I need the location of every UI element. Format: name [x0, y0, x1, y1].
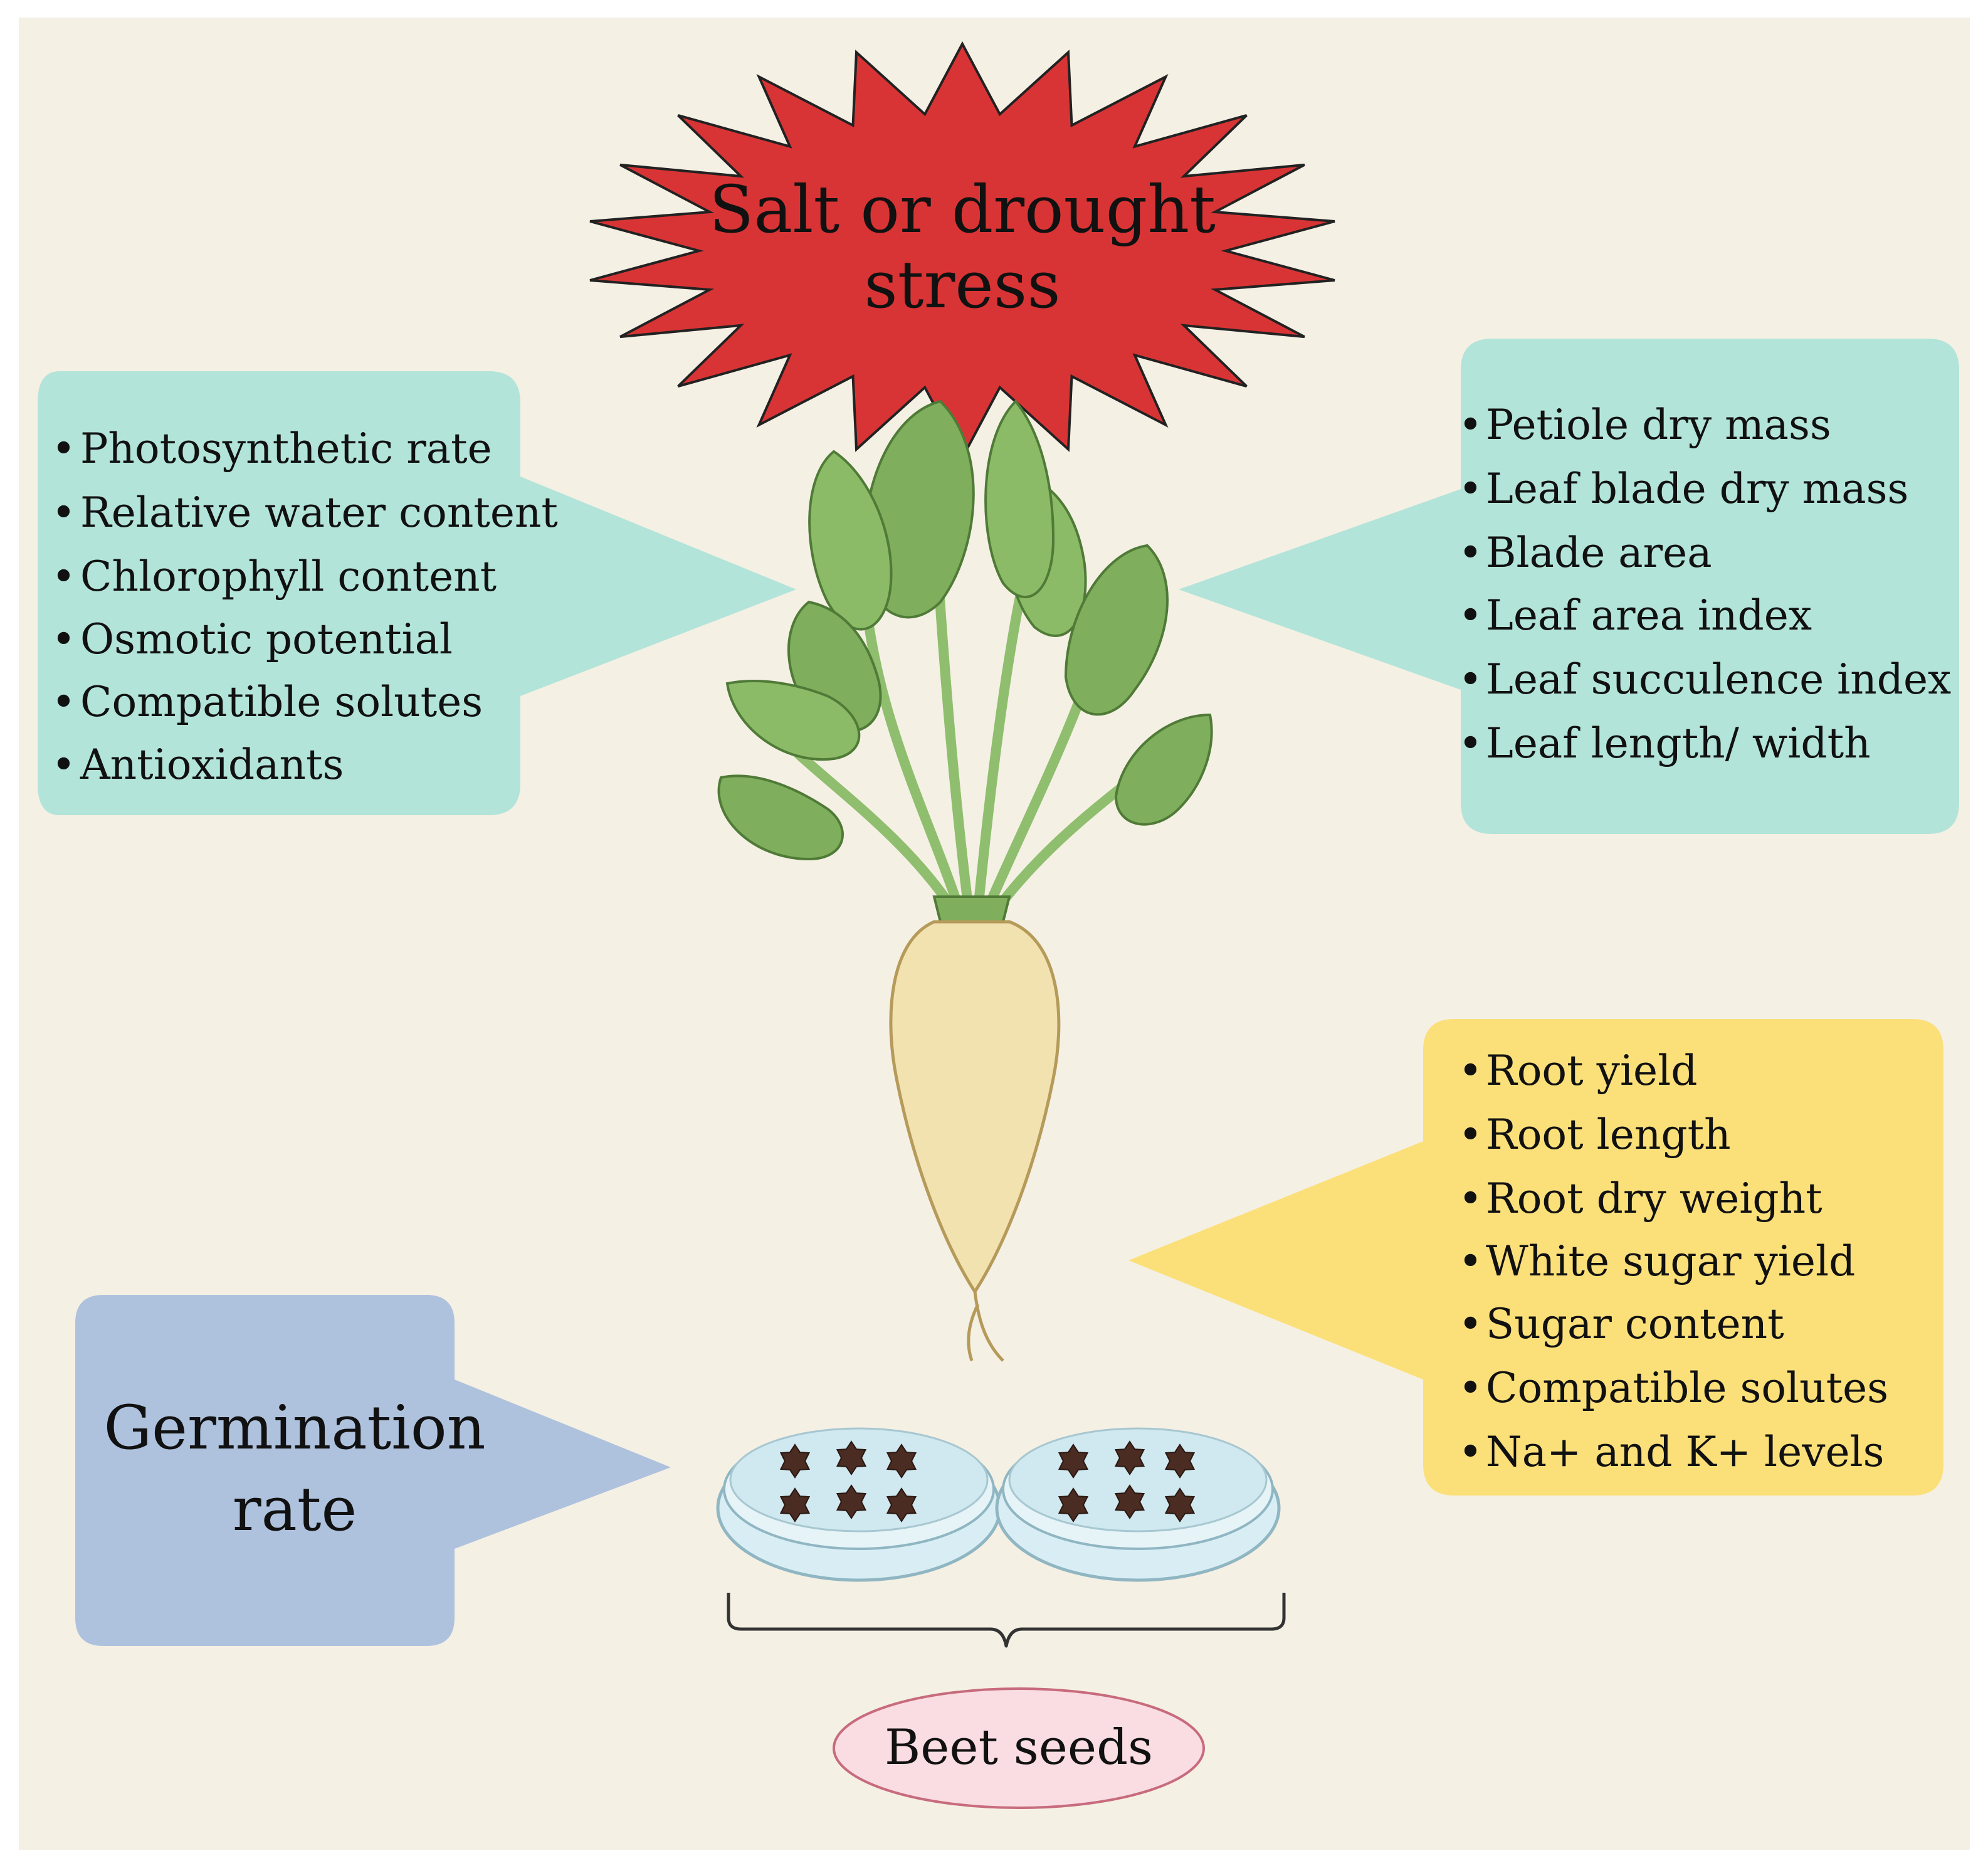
beet-seed	[1164, 1443, 1196, 1479]
plant-crown	[932, 895, 1011, 923]
bullet-marker: •	[1458, 655, 1483, 704]
seed-group	[779, 1440, 1196, 1522]
physiology-item: Chlorophyll content	[80, 552, 497, 601]
root-traits-callout-shape	[1128, 1019, 1943, 1496]
petri-dishes	[716, 1427, 1281, 1582]
bullet-marker: •	[1458, 401, 1483, 449]
leaf	[1114, 713, 1213, 826]
leaf-traits-callout: • Petiole dry mass • Leaf blade dry mass…	[1179, 339, 1959, 834]
leaf-trait-item: Leaf blade dry mass	[1486, 465, 1908, 513]
physiology-item: Compatible solutes	[80, 678, 483, 726]
bullet-marker: •	[1458, 1174, 1483, 1223]
root-trait-item: Root length	[1486, 1111, 1731, 1159]
bullet-marker: •	[1458, 719, 1483, 768]
beet-seed	[1114, 1484, 1145, 1519]
beet-seed	[779, 1487, 811, 1522]
leaf	[984, 399, 1055, 598]
bullet-marker: •	[1458, 1300, 1483, 1348]
germination-title-line2: rate	[233, 1474, 357, 1544]
seeds-oval	[833, 1687, 1205, 1809]
root-trait-item: White sugar yield	[1486, 1237, 1855, 1285]
leaf-trait-item: Leaf succulence index	[1486, 655, 1951, 704]
root-tail	[967, 1291, 1004, 1362]
beet-seed	[1114, 1440, 1145, 1475]
beet-seed	[1058, 1443, 1089, 1479]
bullet-marker: •	[1458, 1428, 1483, 1476]
leaf-trait-item: Petiole dry mass	[1486, 401, 1831, 449]
physiology-item: Osmotic potential	[80, 615, 453, 663]
beet-seed	[779, 1443, 811, 1479]
leaf	[725, 680, 861, 761]
germination-title-line1: Germination	[103, 1393, 485, 1463]
physiology-item: Photosynthetic rate	[80, 425, 492, 473]
root-trait-item: Na+ and K+ levels	[1486, 1428, 1885, 1476]
plant-leaves	[717, 399, 1213, 914]
physiology-item: Antioxidants	[80, 741, 344, 789]
bullet-marker: •	[51, 615, 76, 663]
sugar-beet-plant	[717, 399, 1213, 1362]
physiology-list: • Photosynthetic rate • Relative water c…	[51, 425, 558, 789]
physiology-callout: • Photosynthetic rate • Relative water c…	[38, 371, 796, 815]
bullet-marker: •	[1458, 1364, 1483, 1412]
leaf	[717, 774, 844, 861]
beet-root	[889, 920, 1061, 1295]
bullet-marker: •	[1458, 1047, 1483, 1095]
physiology-item: Relative water content	[80, 488, 558, 537]
root-trait-item: Sugar content	[1486, 1300, 1784, 1348]
bullet-marker: •	[51, 678, 76, 726]
bullet-marker: •	[51, 488, 76, 537]
leaf-trait-item: Blade area	[1486, 529, 1712, 577]
beet-seed	[1058, 1487, 1089, 1522]
root-trait-item: Compatible solutes	[1486, 1364, 1888, 1412]
root-trait-item: Root dry weight	[1486, 1174, 1822, 1223]
grouping-brace	[727, 1593, 1286, 1648]
germination-callout-shape	[75, 1295, 671, 1646]
seeds-label: Beet seeds	[885, 1719, 1153, 1776]
beet-seed	[886, 1443, 917, 1479]
bullet-marker: •	[51, 552, 76, 601]
leaf-trait-item: Leaf length/ width	[1486, 719, 1871, 768]
bullet-marker: •	[1458, 1237, 1483, 1285]
germination-callout: Germination rate	[75, 1295, 671, 1646]
physiology-callout-shape	[38, 371, 796, 815]
beet-seed	[1164, 1487, 1196, 1522]
bullet-marker: •	[51, 425, 76, 473]
bullet-marker: •	[51, 741, 76, 789]
leaf-traits-list: • Petiole dry mass • Leaf blade dry mass…	[1458, 401, 1951, 768]
bullet-marker: •	[1458, 465, 1483, 513]
leaf-trait-item: Leaf area index	[1486, 591, 1812, 640]
beet-seed	[836, 1440, 867, 1475]
leaf	[808, 450, 893, 631]
root-traits-list: • Root yield • Root length • Root dry we…	[1458, 1047, 1888, 1476]
beet-seed	[836, 1484, 867, 1519]
root-trait-item: Root yield	[1486, 1047, 1697, 1095]
beet-seed	[886, 1487, 917, 1522]
seeds-label-group: Beet seeds	[833, 1687, 1205, 1809]
bullet-marker: •	[1458, 529, 1483, 577]
stress-title-line1: Salt or drought	[709, 171, 1216, 248]
stress-title-line2: stress	[864, 246, 1060, 323]
bullet-marker: •	[1458, 1111, 1483, 1159]
root-traits-callout: • Root yield • Root length • Root dry we…	[1128, 1019, 1943, 1496]
bullet-marker: •	[1458, 591, 1483, 640]
leaf	[1064, 544, 1169, 716]
leaf-traits-callout-shape	[1179, 339, 1959, 834]
